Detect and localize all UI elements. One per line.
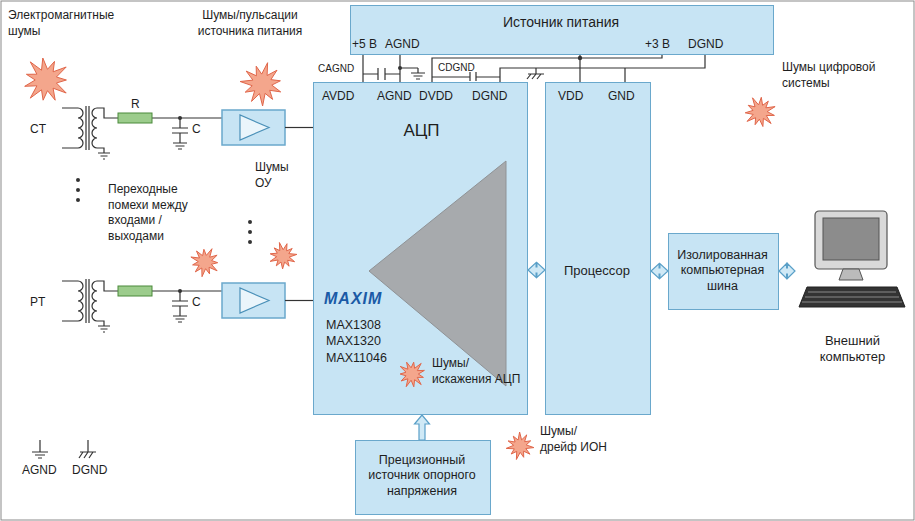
node-text: DGND bbox=[472, 89, 507, 104]
computer-node: Внешний компьютер bbox=[795, 205, 913, 375]
input-channel-ct bbox=[62, 106, 313, 159]
annotation-label: Шумы цифровой системы bbox=[782, 60, 902, 91]
noise-burst bbox=[400, 362, 424, 387]
annotation-label: DGND bbox=[688, 37, 723, 53]
bus-arrow bbox=[415, 415, 430, 440]
ground-legend bbox=[32, 440, 96, 458]
bus-arrow bbox=[779, 264, 795, 279]
node-text: MAX1308 MAX1320 MAX11046 bbox=[326, 317, 402, 366]
annotation-label: DGND bbox=[72, 463, 107, 479]
noise-burst bbox=[745, 97, 775, 126]
node-text: Изолированная компьютерная шина bbox=[669, 248, 776, 294]
node-text: GND bbox=[608, 89, 635, 104]
noise-burst bbox=[240, 63, 281, 106]
processor-box: VDD GND Процессор bbox=[545, 82, 651, 415]
node-text: Источник питания bbox=[351, 14, 771, 31]
node-text: AGND bbox=[377, 89, 412, 104]
noise-burst bbox=[25, 58, 67, 100]
annotation-label: CT bbox=[30, 122, 46, 138]
annotation-label: CDGND bbox=[438, 61, 475, 74]
bus-arrow bbox=[651, 264, 668, 279]
computer-icon bbox=[795, 205, 910, 315]
node-text: Прецизионный источник опорного напряжени… bbox=[356, 453, 488, 499]
annotation-label: AGND bbox=[385, 37, 420, 53]
annotation-label: Шумы/пульсации источника питания bbox=[190, 8, 310, 39]
bus-box: Изолированная компьютерная шина bbox=[668, 233, 779, 310]
annotation-label: Шумы/ дрейф ИОН bbox=[540, 424, 615, 455]
node-text: VDD bbox=[558, 89, 583, 104]
reference-box: Прецизионный источник опорного напряжени… bbox=[355, 440, 491, 515]
ellipsis-dots bbox=[76, 178, 252, 244]
power-wire bbox=[579, 55, 580, 82]
noise-burst bbox=[506, 432, 534, 460]
node-text: Внешний компьютер bbox=[795, 333, 910, 365]
annotation-label: Шумы ОУ bbox=[255, 160, 300, 191]
adc-box: AVDD AGND DVDD DGND АЦП MAXIM MAX1308 MAX1320 … bbox=[313, 82, 528, 415]
annotation-label: PT bbox=[30, 295, 45, 311]
power-wires bbox=[363, 55, 705, 82]
node-text: DVDD bbox=[419, 89, 453, 104]
annotation-label: CAGND bbox=[318, 62, 354, 75]
noise-burst bbox=[191, 249, 218, 277]
annotation-label: R bbox=[131, 97, 140, 113]
annotation-label: Шумы/ искажения АЦП bbox=[432, 356, 526, 387]
power-wire bbox=[362, 55, 363, 82]
bus-arrow bbox=[528, 263, 545, 278]
node-text: АЦП bbox=[384, 121, 459, 142]
node-text: AVDD bbox=[322, 89, 354, 104]
annotation-label: +5 В bbox=[352, 37, 377, 53]
annotation-label: C bbox=[192, 122, 201, 138]
junction-dot bbox=[398, 66, 402, 70]
annotation-label: Электромагнитные шумы bbox=[8, 8, 133, 39]
noise-burst bbox=[270, 243, 297, 269]
annotation-label: C bbox=[192, 295, 201, 311]
node-text: Процессор bbox=[546, 263, 648, 279]
annotation-label: Переходные помехи между входами /выходам… bbox=[108, 182, 208, 244]
annotation-label: +3 В bbox=[645, 37, 670, 53]
input-channel-pt bbox=[62, 279, 313, 332]
node-text: MAXIM bbox=[324, 289, 382, 309]
annotation-label: AGND bbox=[22, 463, 57, 479]
